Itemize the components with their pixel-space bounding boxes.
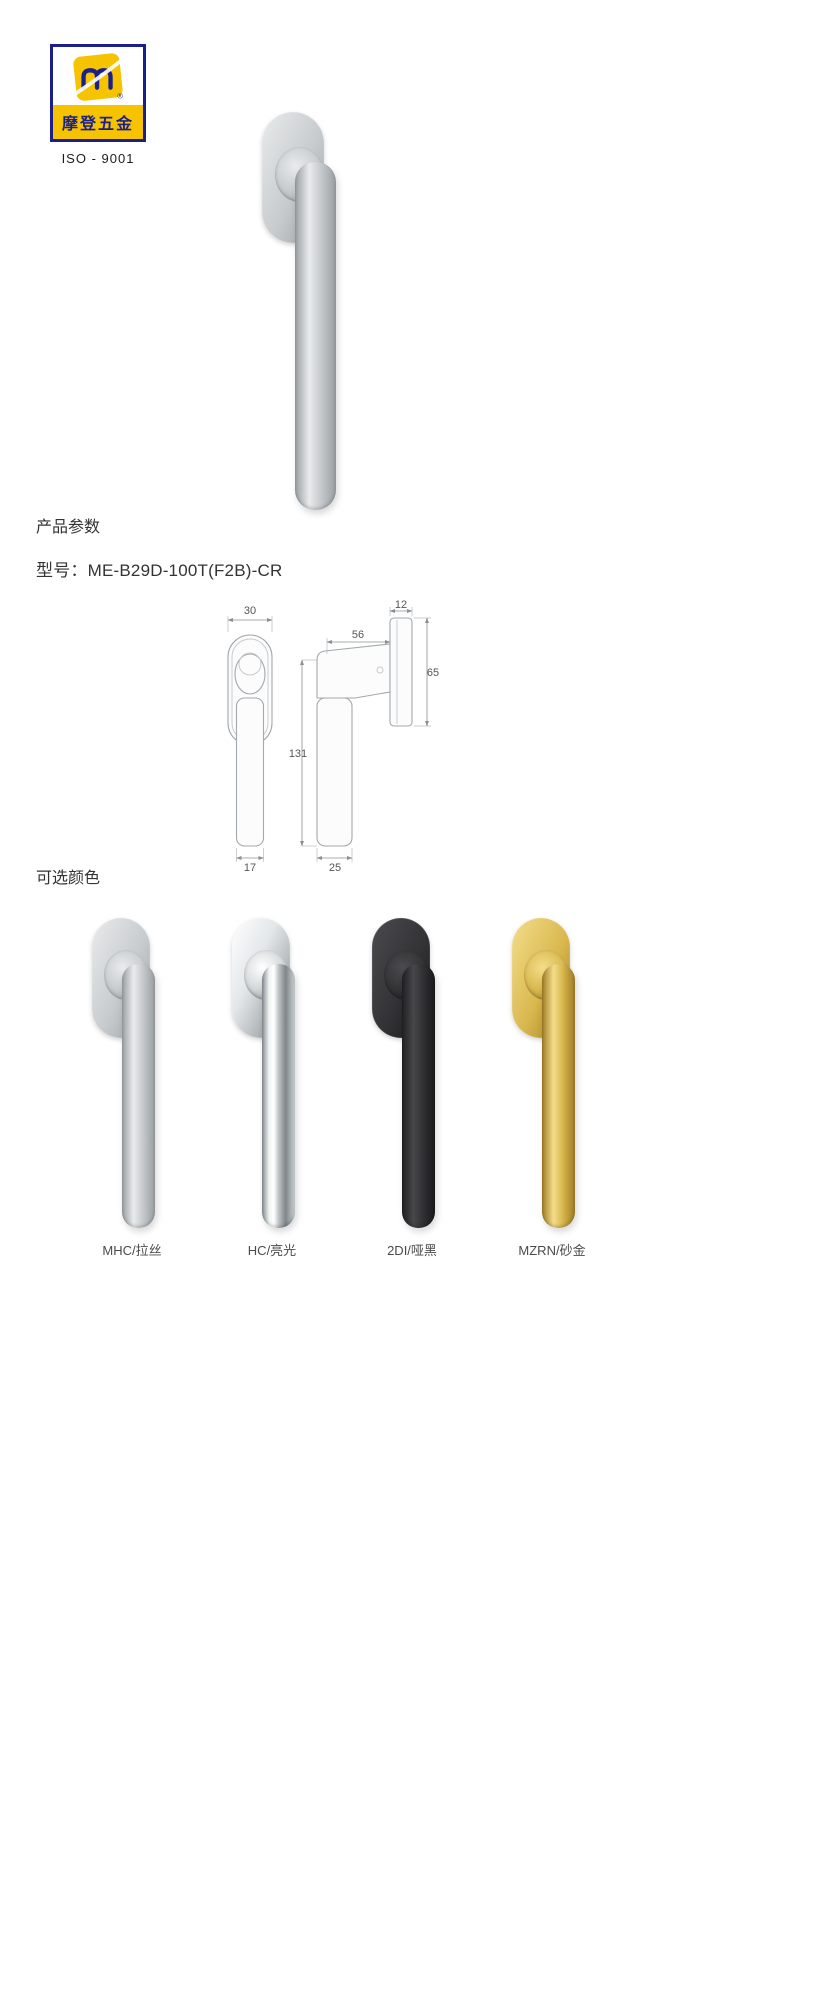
variant-label: MZRN/砂金: [518, 1243, 586, 1258]
side-view: [316, 617, 413, 847]
section-title-colors: 可选颜色: [36, 870, 101, 887]
brand-emblem-icon: ®: [73, 53, 123, 101]
variant-mzrn: MZRN/砂金: [482, 918, 622, 1259]
dim-grip-depth: 25: [329, 862, 341, 872]
handle-grip: [402, 964, 435, 1228]
section-title-parameters: 产品参数: [36, 519, 101, 536]
brand-name: 摩登五金: [53, 105, 143, 139]
dim-handle-height: 131: [289, 748, 307, 760]
variant-label: MHC/拉丝: [102, 1243, 162, 1258]
dim-rosette-width: 30: [244, 605, 256, 617]
variant-handle-image: [72, 918, 192, 1230]
variant-handle-image: [492, 918, 612, 1230]
variant-2di: 2DI/哑黑: [342, 918, 482, 1259]
dim-top-length: 56: [352, 629, 364, 641]
dim-plate-height: 65: [427, 667, 439, 679]
handle-grip: [295, 162, 336, 510]
svg-text:®: ®: [117, 91, 123, 100]
iso-certification-label: ISO - 9001: [61, 151, 135, 166]
variant-mhc: MHC/拉丝: [62, 918, 202, 1259]
logo-frame: ® 摩登五金: [50, 44, 146, 142]
variant-handle-image: [212, 918, 332, 1230]
variant-handle-image: [352, 918, 472, 1230]
product-hero-image: [248, 112, 378, 512]
dimension-annotations: 30 17 131 56 12 65: [227, 600, 439, 872]
front-view: [227, 634, 273, 847]
model-number-line: 型号：ME-B29D-100T(F2B)-CR: [36, 556, 282, 581]
variant-label: 2DI/哑黑: [387, 1243, 437, 1258]
brand-logo: ® 摩登五金 ISO - 9001: [50, 44, 146, 166]
color-variants-row: MHC/拉丝 HC/亮光 2DI/哑黑 MZRN/砂: [62, 918, 622, 1259]
variant-hc: HC/亮光: [202, 918, 342, 1259]
dimension-drawing: 30 17 131 56 12 65: [227, 600, 439, 872]
variant-label: HC/亮光: [247, 1243, 297, 1258]
dim-plate-thickness: 12: [395, 600, 407, 611]
handle-grip: [542, 964, 575, 1228]
handle-grip: [262, 964, 295, 1228]
handle-grip: [122, 964, 155, 1228]
model-value: ME-B29D-100T(F2B)-CR: [87, 561, 283, 580]
dim-grip-front-width: 17: [244, 862, 256, 872]
model-label: 型号：: [36, 561, 88, 580]
